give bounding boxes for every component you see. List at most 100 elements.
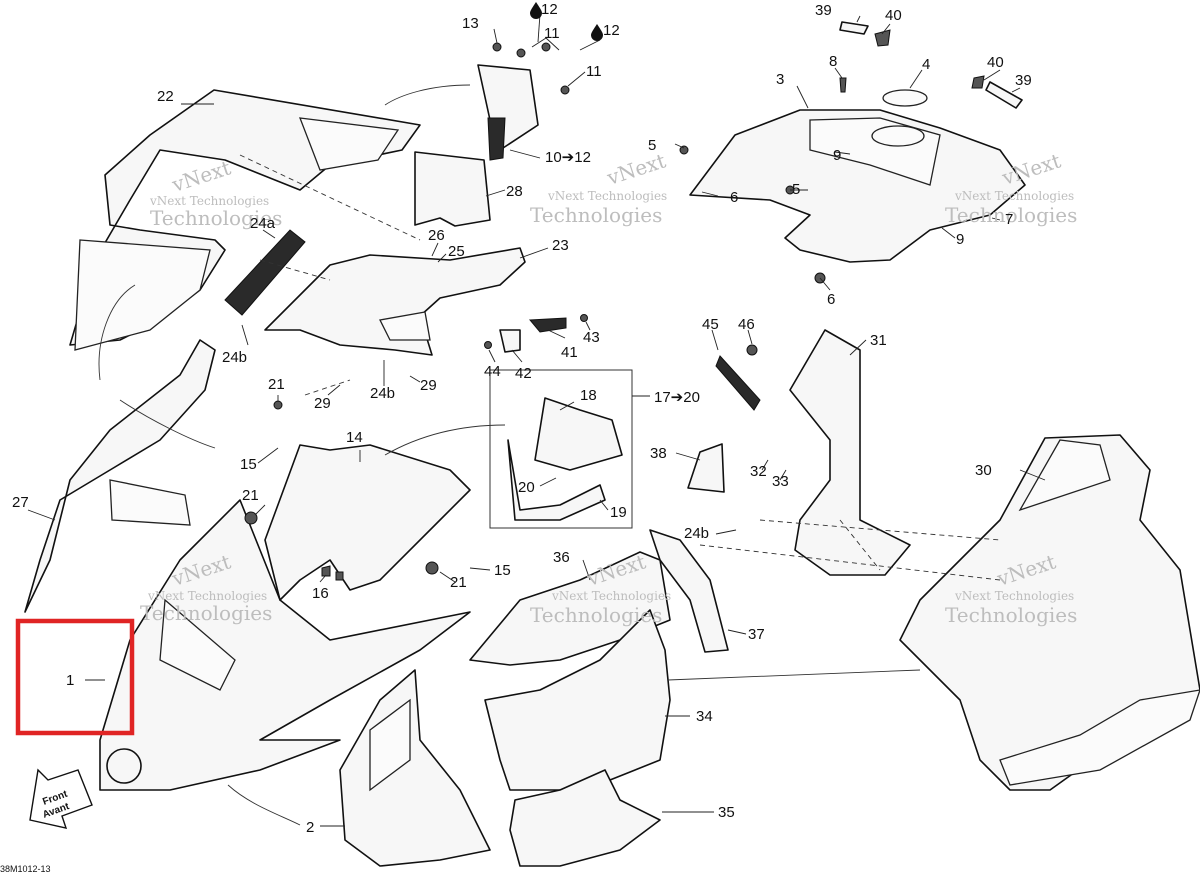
part-28-panel[interactable] — [414, 151, 491, 227]
part-2-lower-nose[interactable] — [339, 669, 491, 867]
callout-20: 20 — [518, 479, 535, 496]
callout-27: 27 — [12, 494, 29, 511]
watermark-text: Technologies — [150, 206, 282, 230]
callout-15: 15 — [494, 562, 511, 579]
part-41-switch-bracket[interactable] — [484, 314, 588, 353]
callout-17-20: 17➔20 — [654, 389, 700, 406]
callout-31: 31 — [870, 332, 887, 349]
callout-19: 19 — [610, 504, 627, 521]
part-3-upper-console[interactable] — [679, 77, 1026, 284]
part-23-inner-deflector[interactable] — [264, 247, 526, 356]
callout-28: 28 — [506, 183, 523, 200]
part-38-pad[interactable] — [687, 443, 725, 493]
callout-29: 29 — [420, 377, 437, 394]
part-37-strip[interactable] — [649, 529, 729, 653]
part-10-bracket-assembly[interactable] — [477, 42, 570, 161]
watermark-top-prefix: vNext — [998, 148, 1063, 190]
callout-35: 35 — [718, 804, 735, 821]
callout-32: 32 — [750, 463, 767, 480]
callout-45: 45 — [702, 316, 719, 333]
watermark-text: vNext Technologies — [147, 589, 267, 603]
callout-39: 39 — [815, 2, 832, 19]
callout-24b: 24b — [684, 525, 709, 542]
callout-29: 29 — [314, 395, 331, 412]
part-39-latch[interactable] — [839, 21, 1023, 109]
watermark-text: vNext Technologies — [954, 589, 1074, 603]
callout-16: 16 — [312, 585, 329, 602]
callout-11: 11 — [586, 63, 602, 80]
part-1-front-nose[interactable] — [99, 499, 471, 791]
callout-30: 30 — [975, 462, 992, 479]
callout-44: 44 — [484, 363, 501, 380]
callout-24a: 24a — [250, 215, 276, 232]
callout-6: 6 — [827, 291, 835, 308]
watermark-text: vNext Technologies — [547, 189, 667, 203]
callout-9: 9 — [956, 231, 964, 248]
callout-21: 21 — [268, 376, 285, 393]
front-direction-arrow: Front Avant — [29, 768, 93, 829]
callout-46: 46 — [738, 316, 755, 333]
callout-7: 7 — [1005, 211, 1013, 228]
callout-23: 23 — [552, 237, 569, 254]
callout-9: 9 — [833, 147, 841, 164]
watermark-top-prefix: vNext — [168, 155, 233, 197]
callout-4: 4 — [922, 56, 930, 73]
callout-10-12: 10➔12 — [545, 149, 591, 166]
callout-24b: 24b — [222, 349, 247, 366]
callout-40: 40 — [885, 7, 902, 24]
callout-21: 21 — [450, 574, 467, 591]
callout-13: 13 — [462, 15, 479, 32]
callout-37: 37 — [748, 626, 765, 643]
oil-drop-icon — [530, 2, 542, 19]
callout-40: 40 — [987, 54, 1004, 71]
watermark-text: Technologies — [140, 601, 272, 625]
part-17-windshield-group[interactable] — [489, 369, 633, 529]
part-31-right-bracket[interactable] — [715, 329, 911, 576]
callout-2: 2 — [306, 819, 314, 836]
callout-1: 1 — [66, 672, 74, 689]
callout-21: 21 — [242, 487, 259, 504]
callout-6: 6 — [730, 189, 738, 206]
callout-labels: 22 13 12 11 12 11 10➔12 39 40 8 4 3 40 3… — [12, 1, 1032, 836]
watermark-text: vNext Technologies — [551, 589, 671, 603]
watermark-text: Technologies — [530, 203, 662, 227]
part-22-side-panel[interactable] — [69, 89, 421, 351]
callout-5: 5 — [648, 137, 656, 154]
part-30-right-fairing[interactable] — [899, 434, 1200, 791]
callout-14: 14 — [346, 429, 363, 446]
callout-12: 12 — [603, 22, 620, 39]
watermark-top-prefix: vNext — [603, 148, 668, 190]
part-14-frame[interactable] — [244, 400, 471, 601]
part-24a-grille[interactable] — [224, 229, 306, 316]
callout-26: 26 — [428, 227, 445, 244]
drawing-code: 38M1012-13 — [0, 864, 51, 874]
callout-38: 38 — [650, 445, 667, 462]
callout-36: 36 — [553, 549, 570, 566]
drop-icons — [530, 2, 603, 41]
callout-12: 12 — [541, 1, 558, 18]
watermark-text: Technologies — [530, 603, 662, 627]
part-36-panel[interactable] — [469, 551, 671, 666]
callout-43: 43 — [583, 329, 600, 346]
callout-5: 5 — [792, 181, 800, 198]
part-34-lower-panel[interactable] — [484, 609, 671, 791]
callout-33: 33 — [772, 473, 789, 490]
callout-11: 11 — [544, 25, 560, 42]
callout-3: 3 — [776, 71, 784, 88]
callout-24b: 24b — [370, 385, 395, 402]
callout-41: 41 — [561, 344, 578, 361]
callout-42: 42 — [515, 365, 532, 382]
callout-22: 22 — [157, 88, 174, 105]
watermark-text: vNext Technologies — [954, 189, 1074, 203]
watermark-text: Technologies — [945, 603, 1077, 627]
part-27-side-fairing[interactable] — [24, 339, 216, 613]
part-35-bottom-panel[interactable] — [509, 769, 661, 867]
leader-lines — [27, 13, 1046, 827]
callout-15: 15 — [240, 456, 257, 473]
watermark-text: vNext Technologies — [149, 194, 269, 208]
watermark-text: Technologies — [945, 203, 1077, 227]
oil-drop-icon — [591, 24, 603, 41]
callout-25: 25 — [448, 243, 465, 260]
callout-34: 34 — [696, 708, 713, 725]
